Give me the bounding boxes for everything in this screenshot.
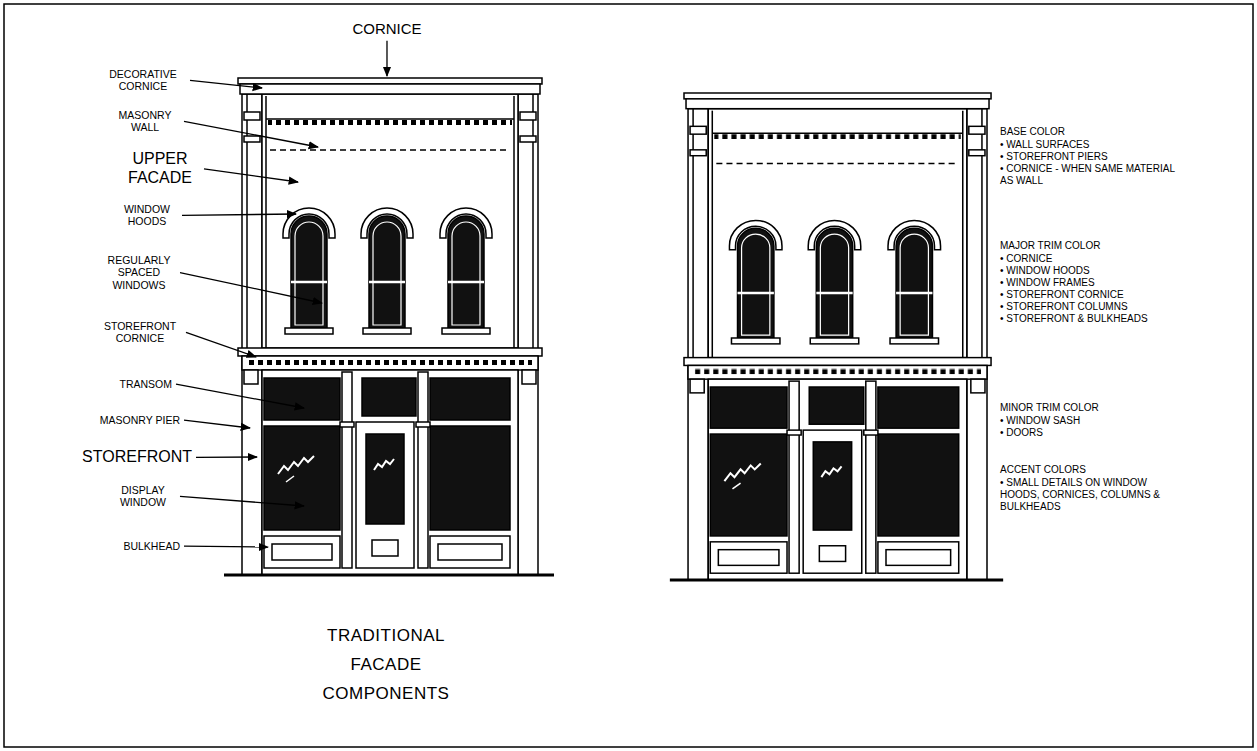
- color-note: • WINDOW HOODS: [1000, 265, 1090, 277]
- facade-drawing: [670, 93, 1003, 580]
- part-label: STOREFRONT CORNICE: [98, 320, 182, 345]
- leader-arrow: [180, 273, 322, 303]
- leader-arrow: [176, 384, 304, 408]
- color-note: • CORNICE - WHEN SAME MATERIAL AS WALL: [1000, 163, 1190, 187]
- color-note: • WINDOW FRAMES: [1000, 277, 1095, 289]
- part-label: REGULARLY SPACED WINDOWS: [102, 254, 176, 291]
- leader-arrow: [186, 332, 256, 357]
- leader-lines: [176, 41, 387, 547]
- color-note: ACCENT COLORS: [1000, 464, 1086, 476]
- facade-drawing: [224, 78, 554, 575]
- frame: [4, 4, 1253, 747]
- part-label: CORNICE: [352, 20, 421, 38]
- part-label: UPPER FACADE: [120, 150, 200, 188]
- leader-arrow: [386, 41, 387, 76]
- color-note: • STOREFRONT CORNICE: [1000, 289, 1124, 301]
- diagram-title: TRADITIONAL FACADE COMPONENTS: [311, 622, 461, 709]
- color-note: • STOREFRONT & BULKHEADS: [1000, 313, 1148, 325]
- part-label: TRANSOM: [120, 378, 173, 390]
- leader-arrow: [204, 169, 298, 182]
- part-label: DISPLAY WINDOW: [110, 484, 176, 509]
- color-note: MINOR TRIM COLOR: [1000, 402, 1099, 414]
- leader-arrow: [184, 420, 250, 428]
- color-note: • WALL SURFACES: [1000, 139, 1089, 151]
- color-note: BASE COLOR: [1000, 126, 1065, 138]
- color-note: • SMALL DETAILS ON WINDOW HOODS, CORNICE…: [1000, 477, 1170, 512]
- leader-arrow: [182, 214, 296, 215]
- color-note: • DOORS: [1000, 427, 1043, 439]
- color-note: • CORNICE: [1000, 253, 1052, 265]
- color-note: • WINDOW SASH: [1000, 415, 1080, 427]
- color-note: • STOREFRONT PIERS: [1000, 151, 1108, 163]
- leader-arrow: [190, 80, 262, 88]
- leader-arrow: [184, 546, 268, 548]
- part-label: DECORATIVE CORNICE: [100, 68, 186, 93]
- part-label: BULKHEAD: [123, 540, 180, 552]
- color-note: MAJOR TRIM COLOR: [1000, 240, 1100, 252]
- leader-arrow: [180, 496, 304, 506]
- part-label: MASONRY PIER: [100, 414, 180, 426]
- part-label: WINDOW HOODS: [116, 203, 178, 228]
- color-note: • STOREFRONT COLUMNS: [1000, 301, 1128, 313]
- part-label: MASONRY WALL: [110, 109, 180, 134]
- leader-arrow: [184, 121, 318, 147]
- leader-arrow: [196, 456, 257, 458]
- part-label: STOREFRONT: [82, 448, 192, 467]
